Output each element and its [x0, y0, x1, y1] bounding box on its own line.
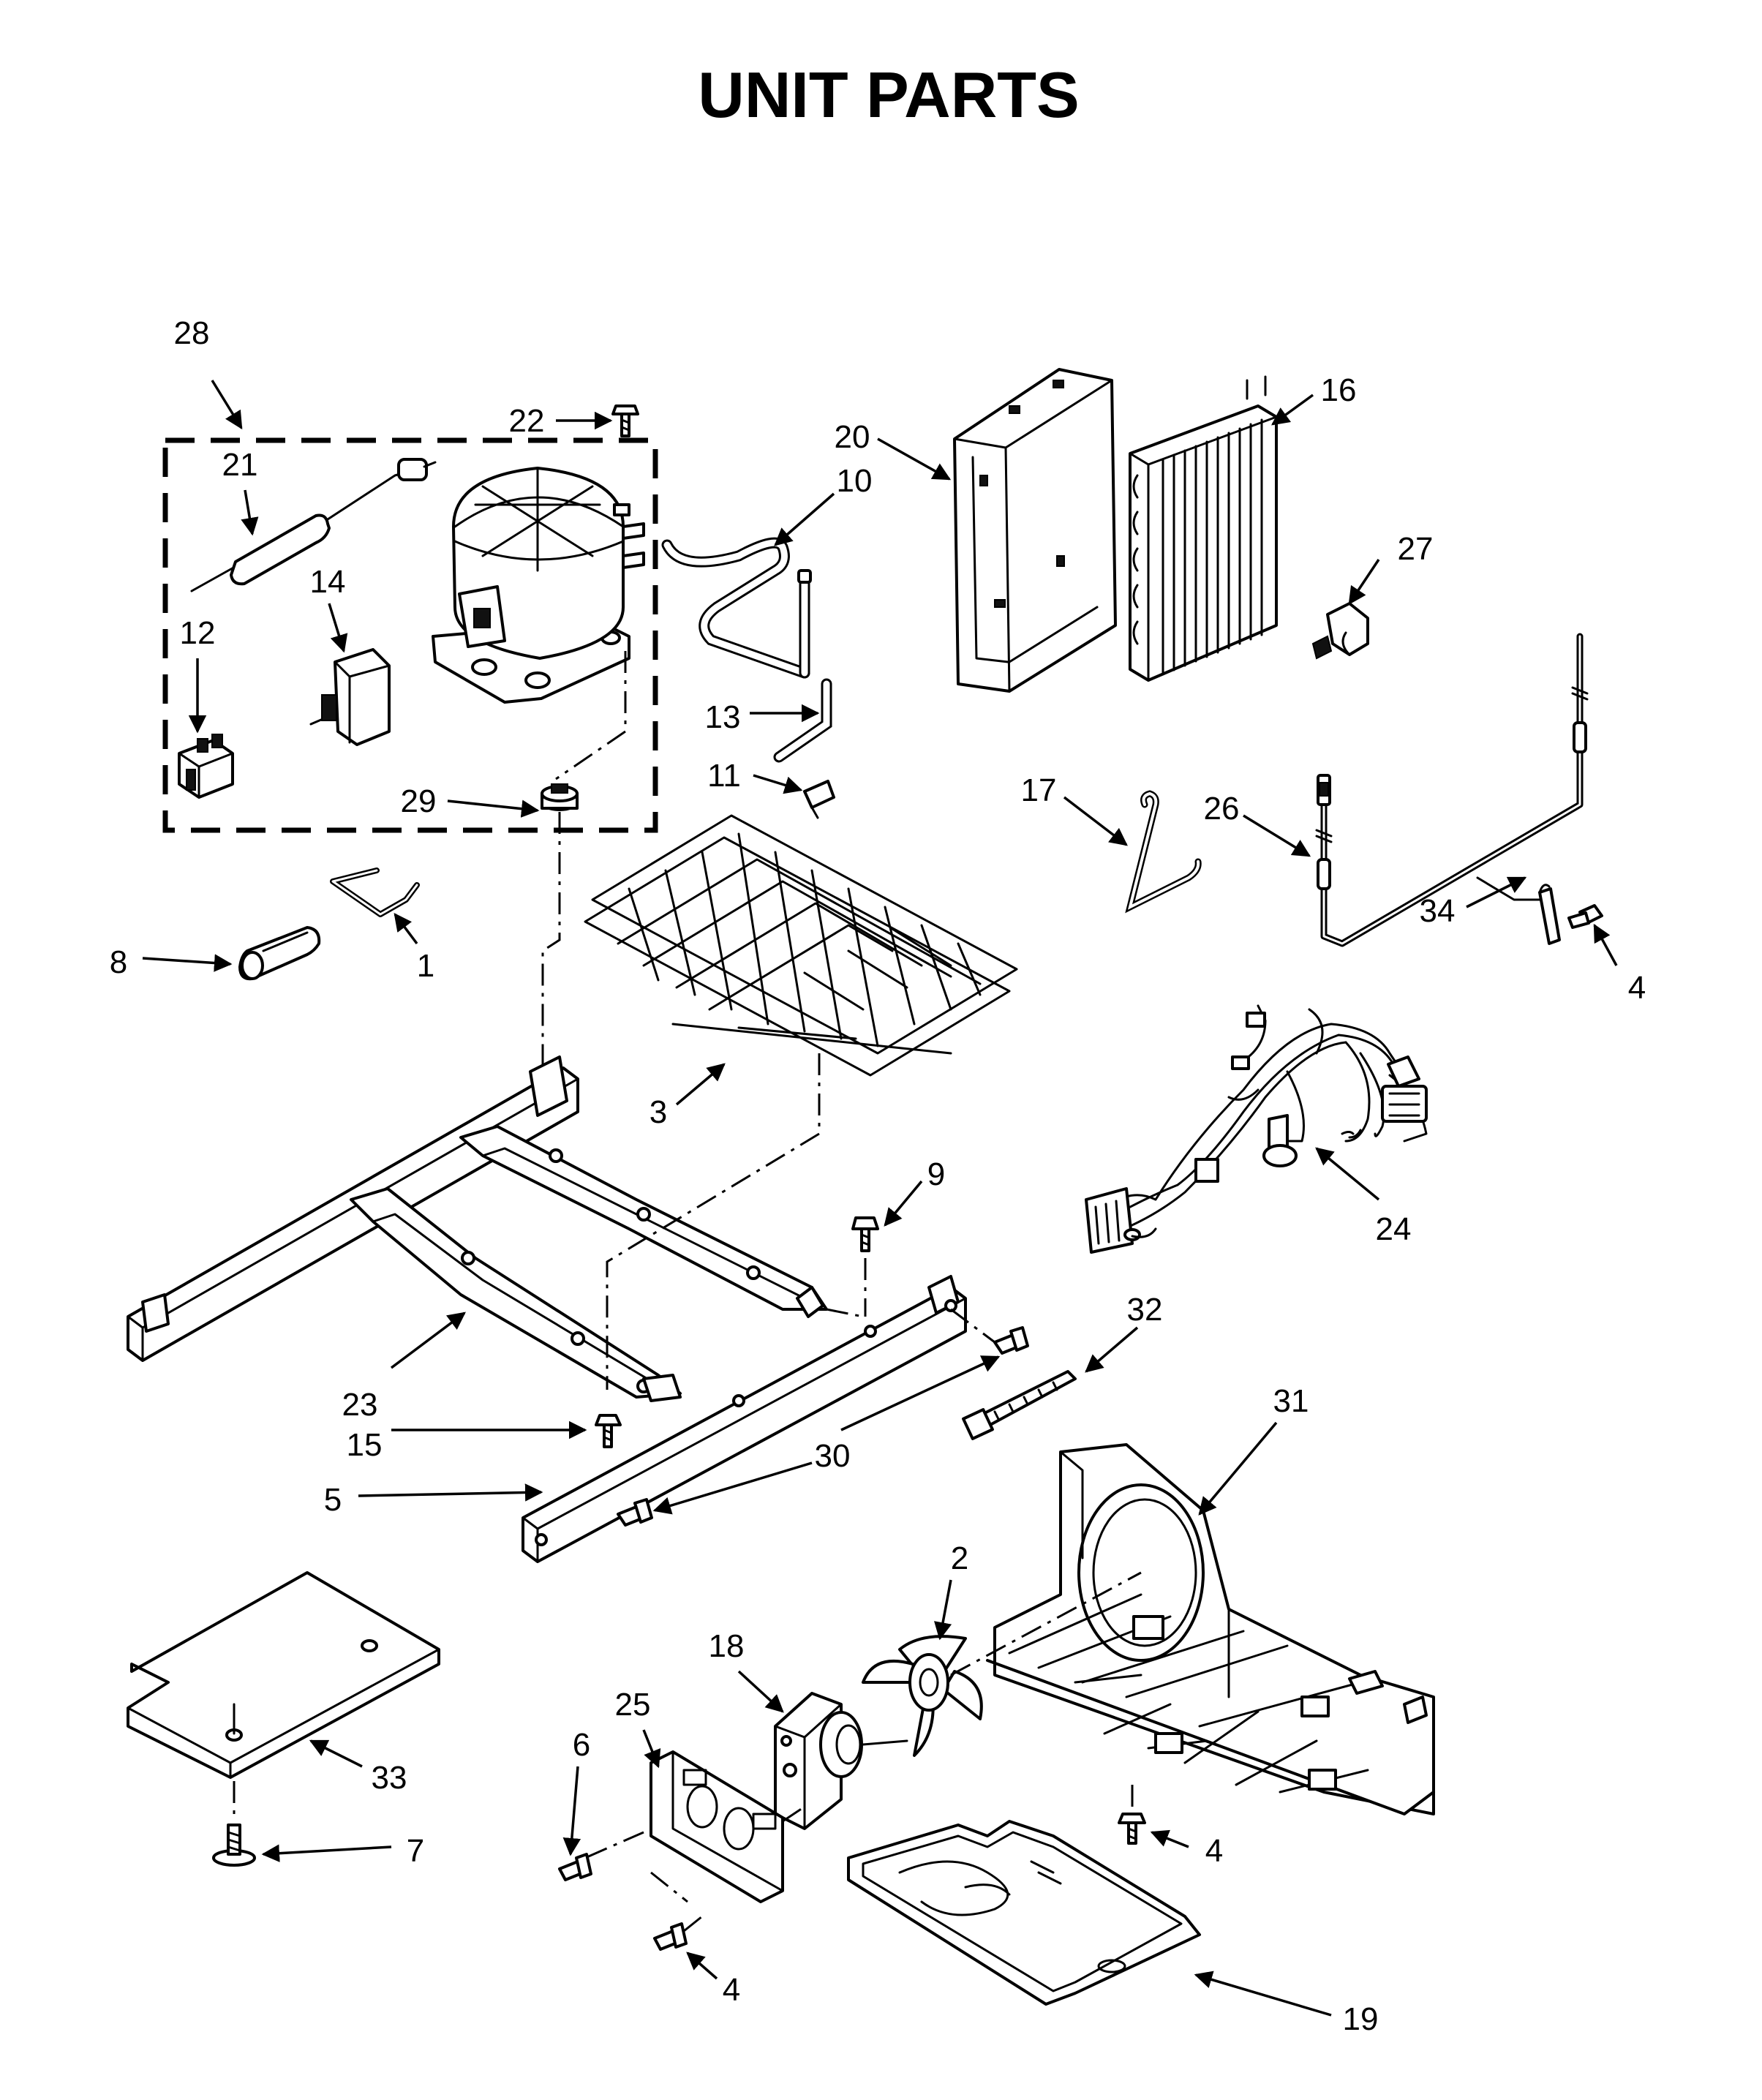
screw-30-right: [993, 1326, 1029, 1355]
base-frame-23: [127, 1055, 828, 1402]
callout-22: 22: [509, 403, 545, 439]
callout-2: 2: [951, 1540, 968, 1576]
callout-4-lower-left: 4: [723, 1972, 740, 2008]
screw-6: [558, 1853, 592, 1881]
tube-10: [661, 537, 812, 679]
callout-28: 28: [174, 315, 210, 351]
callout-29: 29: [401, 783, 437, 819]
motor-bracket-25: [650, 1750, 784, 1903]
callout-13: 13: [705, 699, 741, 735]
callout-15: 15: [347, 1427, 383, 1463]
callout-4-upper: 4: [1628, 970, 1646, 1006]
sleeve-8: [238, 926, 321, 981]
callout-32: 32: [1127, 1292, 1163, 1328]
page-title: UNIT PARTS: [698, 59, 1079, 131]
callout-26: 26: [1204, 791, 1240, 827]
overload-relay-part: [190, 458, 437, 592]
callout-34: 34: [1420, 893, 1456, 929]
callout-27: 27: [1398, 531, 1434, 567]
drain-pan-icon: [847, 1820, 1201, 2006]
callout-12: 12: [180, 615, 216, 651]
screw-30-left: [617, 1498, 653, 1527]
start-relay-part: [309, 648, 391, 746]
callout-4-lower-right: 4: [1205, 1833, 1223, 1869]
tube-13: [773, 678, 832, 763]
bracket-27: [1311, 602, 1369, 660]
screw-9: [851, 1216, 879, 1252]
wire-harness-icon: [1085, 1004, 1428, 1254]
cable-tie-32: [962, 1370, 1077, 1440]
compressor-icon: [432, 467, 645, 704]
screw-22: [611, 404, 639, 437]
callout-17: 17: [1021, 772, 1057, 808]
clip-1: [330, 868, 420, 917]
callout-31: 31: [1273, 1383, 1309, 1419]
callout-23: 23: [342, 1387, 378, 1423]
grommet-29: [541, 783, 579, 811]
callout-labels: 28 21 14 12 22 29 10 20 16 27 13 11 17 2…: [110, 315, 1646, 2037]
condenser-shroud-20: [953, 368, 1117, 693]
callout-6: 6: [573, 1727, 590, 1763]
callout-9: 9: [927, 1156, 945, 1192]
callout-5: 5: [324, 1482, 342, 1518]
callout-18: 18: [709, 1628, 745, 1664]
callout-7: 7: [407, 1833, 424, 1869]
leveling-foot-7: [212, 1824, 256, 1867]
leader-lines: [142, 380, 1618, 2017]
insulation-pad-33: [127, 1571, 440, 1779]
callout-24: 24: [1376, 1211, 1412, 1247]
callout-33: 33: [372, 1760, 407, 1796]
capacitor-part: [178, 734, 234, 799]
screw-4-upper: [1567, 904, 1603, 929]
compressor-assembly-box: [162, 437, 658, 833]
callout-10: 10: [837, 463, 873, 499]
callout-16: 16: [1321, 372, 1357, 408]
screw-4-lower-left: [653, 1922, 688, 1951]
callout-30: 30: [815, 1438, 851, 1474]
callout-8: 8: [110, 944, 127, 980]
callout-25: 25: [615, 1687, 651, 1723]
callout-21: 21: [222, 447, 258, 483]
callout-14: 14: [310, 564, 346, 600]
condenser-coil-icon: [1129, 375, 1278, 682]
condenser-coil-3: [584, 814, 1018, 1077]
callout-3: 3: [650, 1094, 667, 1130]
screw-4-lower-right: [1118, 1813, 1146, 1845]
clip-11: [803, 780, 835, 819]
front-rail-5: [522, 1275, 967, 1563]
probe-34: [1476, 876, 1561, 945]
fan-motor-icon: [774, 1692, 908, 1830]
screw-15: [595, 1414, 622, 1448]
hook-17: [1125, 790, 1202, 914]
fan-blade-icon: [862, 1635, 983, 1757]
callout-19: 19: [1343, 2001, 1379, 2037]
sensor-wire-26: [1315, 633, 1589, 947]
callout-1: 1: [417, 948, 434, 984]
callout-11: 11: [707, 758, 741, 794]
callout-20: 20: [835, 419, 870, 455]
